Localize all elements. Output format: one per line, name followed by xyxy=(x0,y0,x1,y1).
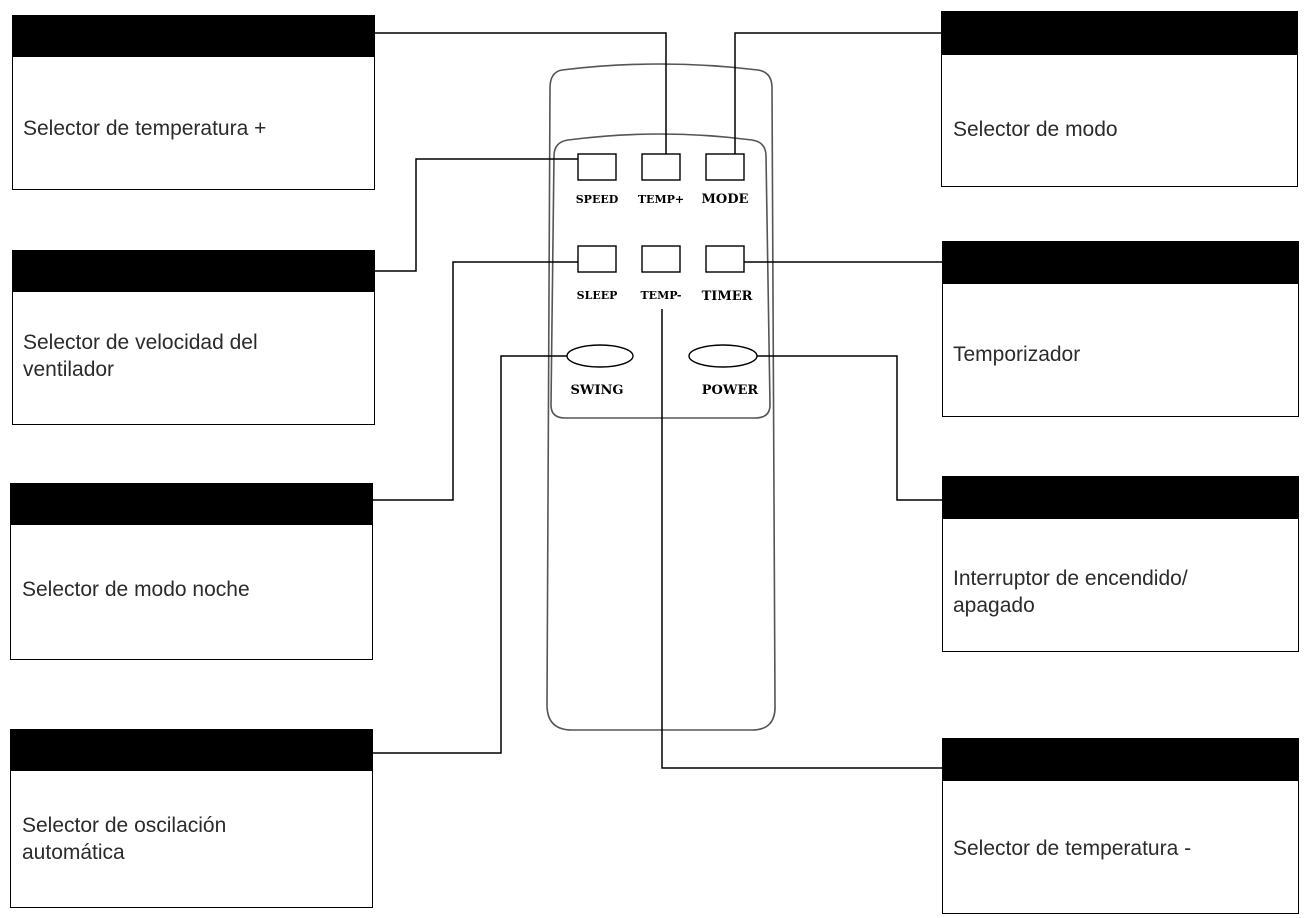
speed-button[interactable] xyxy=(577,153,617,181)
temp-minus-label: TEMP- xyxy=(641,289,682,302)
leader-temp-minus xyxy=(661,309,942,769)
leader-sleep xyxy=(373,261,578,501)
remote-body-outline xyxy=(546,63,776,731)
speed-label: SPEED xyxy=(576,193,619,206)
callout-temp-plus-text: Selector de temperatura + xyxy=(23,117,267,140)
temp-plus-button[interactable] xyxy=(641,153,681,181)
sleep-button[interactable] xyxy=(577,245,617,273)
leader-speed xyxy=(375,158,578,272)
callout-header-bar xyxy=(943,477,1298,519)
callout-swing xyxy=(10,729,373,908)
callout-speed xyxy=(12,250,375,425)
callout-temp-plus xyxy=(12,15,375,190)
power-button[interactable] xyxy=(688,344,758,368)
callout-header-bar xyxy=(11,484,372,525)
temp-minus-button[interactable] xyxy=(641,245,681,273)
mode-label: MODE xyxy=(702,192,749,207)
callout-power-text: Interruptor de encendido/ apagado xyxy=(953,565,1188,619)
sleep-label: SLEEP xyxy=(577,289,618,302)
callout-header-bar xyxy=(11,730,372,771)
callout-sleep xyxy=(10,483,373,660)
callout-power-line-2: apagado xyxy=(953,594,1035,617)
temp-plus-label: TEMP+ xyxy=(638,193,684,206)
callout-speed-text: Selector de velocidad del ventilador xyxy=(23,329,258,383)
swing-button[interactable] xyxy=(566,344,634,368)
callout-header-bar xyxy=(943,242,1298,284)
callout-swing-line-1: Selector de oscilación xyxy=(22,814,227,837)
callout-timer xyxy=(942,241,1299,417)
leader-mode xyxy=(734,32,941,154)
timer-button[interactable] xyxy=(705,245,745,273)
callout-swing-line-2: automática xyxy=(22,841,125,864)
callout-power-line-1: Interruptor de encendido/ xyxy=(953,567,1188,590)
callout-temp-minus xyxy=(942,738,1299,914)
power-label: POWER xyxy=(702,383,759,398)
button-panel-outline xyxy=(550,133,771,419)
leader-swing xyxy=(373,355,567,754)
callout-header-bar xyxy=(13,251,374,292)
callout-header-bar xyxy=(942,12,1297,55)
callout-header-bar xyxy=(13,16,374,57)
callout-timer-text: Temporizador xyxy=(953,343,1081,366)
leader-temp-plus xyxy=(375,32,667,154)
mode-button[interactable] xyxy=(705,153,745,181)
callout-mode xyxy=(941,11,1298,187)
callout-sleep-text: Selector de modo noche xyxy=(22,578,250,601)
callout-temp-minus-text: Selector de temperatura - xyxy=(953,837,1192,860)
callout-speed-line-1: Selector de velocidad del xyxy=(23,331,258,354)
leader-power xyxy=(757,355,942,501)
callout-swing-text: Selector de oscilación automática xyxy=(22,812,226,866)
callout-header-bar xyxy=(943,739,1298,781)
callout-mode-text: Selector de modo xyxy=(953,118,1118,141)
swing-label: SWING xyxy=(570,383,623,398)
callout-speed-line-2: ventilador xyxy=(23,358,115,381)
callout-power xyxy=(942,476,1299,652)
timer-label: TIMER xyxy=(702,289,753,304)
